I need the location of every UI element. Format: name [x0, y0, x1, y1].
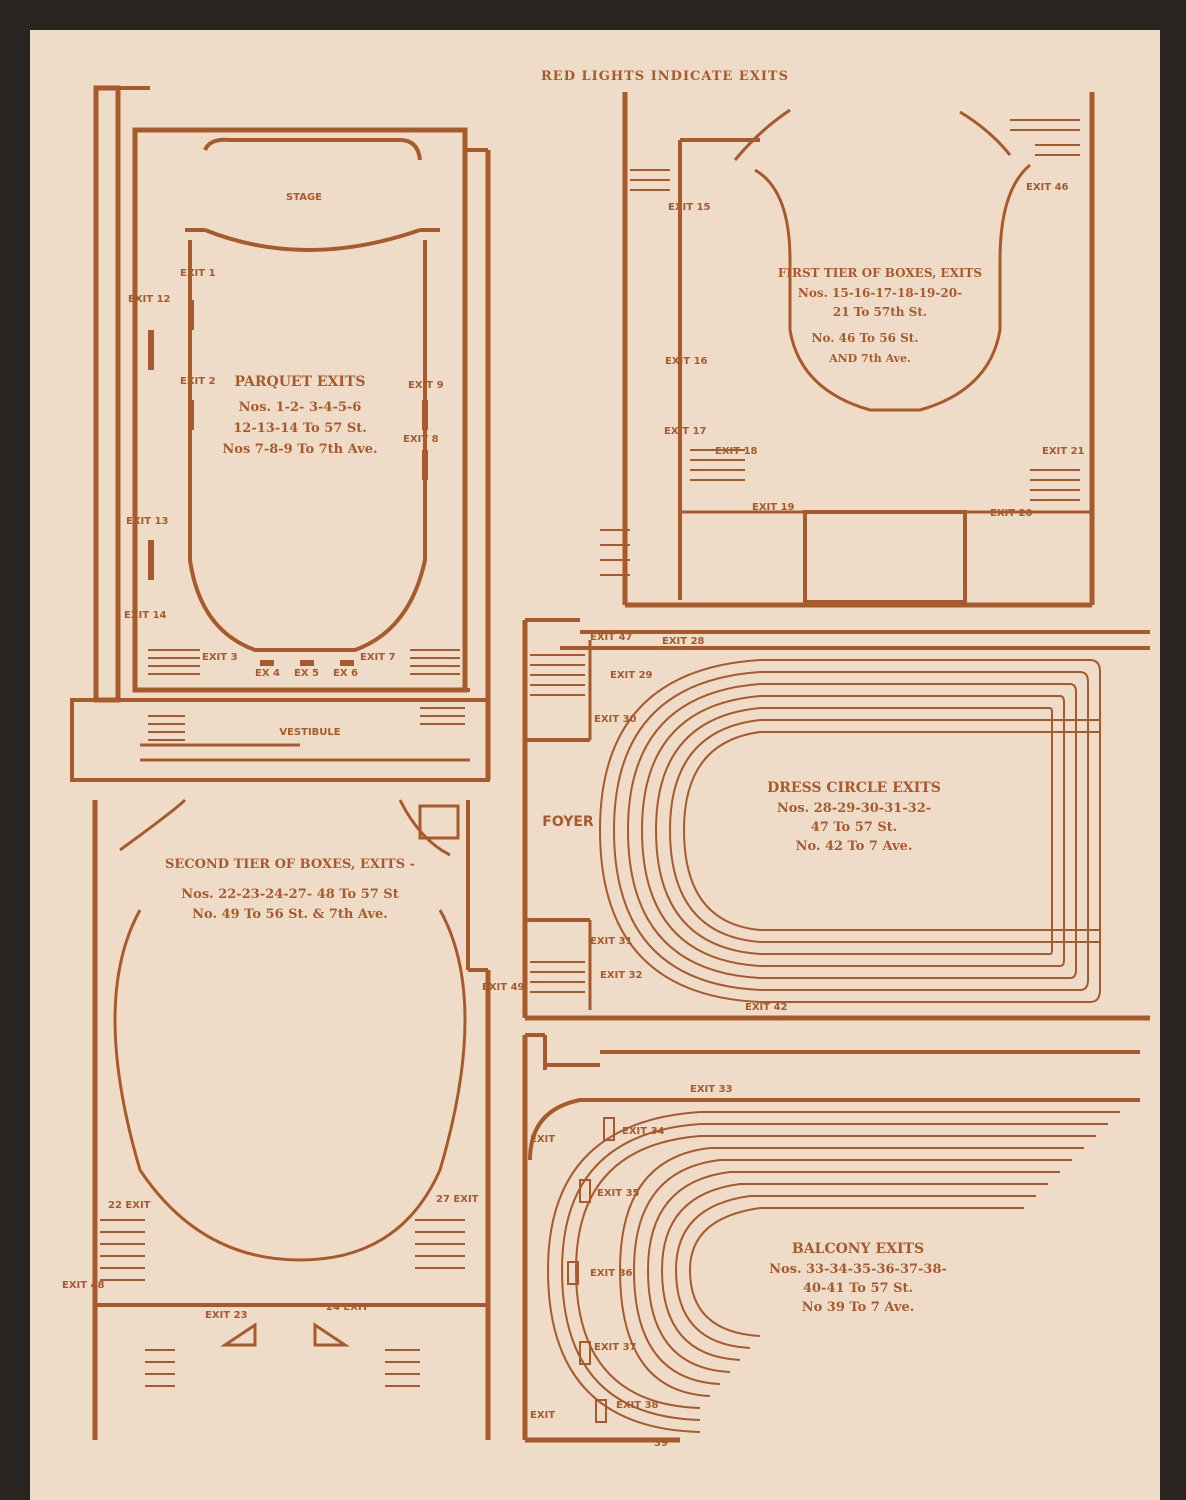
stage-label: STAGE — [286, 192, 322, 203]
exit-9: EXIT 9 — [408, 380, 444, 391]
second-tier-title: SECOND TIER OF BOXES, EXITS - — [165, 857, 415, 872]
dress-circle-title: DRESS CIRCLE EXITS — [767, 780, 941, 796]
exit-20: EXIT 20 — [990, 508, 1033, 519]
vestibule-label: VESTIBULE — [279, 727, 340, 738]
exit-22: 22 EXIT — [108, 1200, 151, 1211]
exit-7: EXIT 7 — [360, 652, 396, 663]
exit-4: EX 4 — [255, 668, 280, 679]
exit-28: EXIT 28 — [662, 636, 705, 647]
first-tier-line-2: 21 To 57th St. — [833, 305, 927, 319]
exit-21: EXIT 21 — [1042, 446, 1085, 457]
balcony-line-1: Nos. 33-34-35-36-37-38- — [769, 1262, 947, 1277]
exit-5: EX 5 — [294, 668, 319, 679]
exit-23: EXIT 23 — [205, 1310, 248, 1321]
exit-14: EXIT 14 — [124, 610, 167, 621]
exit-40: EXIT — [530, 1134, 555, 1145]
parquet-line-1: Nos. 1-2- 3-4-5-6 — [239, 400, 362, 415]
balcony-line-3: No 39 To 7 Ave. — [802, 1300, 915, 1315]
exit-30: EXIT 30 — [594, 714, 637, 725]
parquet-title: PARQUET EXITS — [235, 374, 366, 390]
program-page — [30, 30, 1160, 1500]
exit-13: EXIT 13 — [126, 516, 169, 527]
exit-2: EXIT 2 — [180, 376, 216, 387]
exit-35: EXIT 35 — [597, 1188, 640, 1199]
exit-32: EXIT 32 — [600, 970, 643, 981]
exit-6: EX 6 — [333, 668, 358, 679]
parquet-line-2: 12-13-14 To 57 St. — [233, 421, 367, 436]
parquet-line-3: Nos 7-8-9 To 7th Ave. — [222, 442, 377, 457]
dress-circle-line-3: No. 42 To 7 Ave. — [796, 839, 913, 854]
exit-19: EXIT 19 — [752, 502, 795, 513]
exit-33: EXIT 33 — [690, 1084, 733, 1095]
exit-3: EXIT 3 — [202, 652, 238, 663]
exit-8: EXIT 8 — [403, 434, 439, 445]
first-tier-line-1: Nos. 15-16-17-18-19-20- — [798, 286, 962, 300]
dress-circle-line-1: Nos. 28-29-30-31-32- — [777, 801, 931, 816]
exit-47: EXIT 47 — [590, 632, 633, 643]
exit-34: EXIT 34 — [622, 1126, 665, 1137]
exit-31: EXIT 31 — [590, 936, 633, 947]
exit-36: EXIT 36 — [590, 1268, 633, 1279]
exit-27: 27 EXIT — [436, 1194, 479, 1205]
second-tier-plan: SECOND TIER OF BOXES, EXITS - Nos. 22-23… — [62, 798, 525, 1440]
exit-24: 24 EXIT — [326, 1302, 369, 1313]
exit-1: EXIT 1 — [180, 268, 216, 279]
first-tier-line-3: No. 46 To 56 St. — [812, 331, 919, 345]
exit-29: EXIT 29 — [610, 670, 653, 681]
dress-circle-plan: FOYER DRESS CIRCLE EXITS Nos. 28-29-30-3… — [522, 618, 1150, 1021]
exit-37: EXIT 37 — [594, 1342, 637, 1353]
balcony-title: BALCONY EXITS — [792, 1241, 924, 1257]
exit-49: EXIT 49 — [482, 982, 525, 993]
exit-46: EXIT 46 — [1026, 182, 1069, 193]
first-tier-title: FIRST TIER OF BOXES, EXITS — [778, 266, 982, 280]
exit-16: EXIT 16 — [665, 356, 708, 367]
first-tier-line-4: AND 7th Ave. — [828, 352, 911, 365]
second-tier-line-2: No. 49 To 56 St. & 7th Ave. — [192, 907, 388, 922]
exit-42: EXIT 42 — [745, 1002, 788, 1013]
exit-15: EXIT 15 — [668, 202, 711, 213]
dress-circle-line-2: 47 To 57 St. — [811, 820, 898, 835]
exit-39: 39 — [654, 1438, 668, 1449]
exit-38: EXIT 38 — [616, 1400, 659, 1411]
balcony-plan: BALCONY EXITS Nos. 33-34-35-36-37-38- 40… — [522, 1033, 1140, 1449]
exit-18: EXIT 18 — [715, 446, 758, 457]
exit-48: EXIT 48 — [62, 1280, 105, 1291]
balcony-line-2: 40-41 To 57 St. — [803, 1281, 913, 1296]
parquet-plan: STAGE VESTIBULE PARQUET EXITS Nos. 1-2- … — [70, 85, 491, 782]
exit-41: EXIT — [530, 1410, 555, 1421]
foyer-label: FOYER — [542, 814, 594, 830]
second-tier-line-1: Nos. 22-23-24-27- 48 To 57 St — [181, 887, 398, 902]
exit-17: EXIT 17 — [664, 426, 707, 437]
first-tier-plan: FIRST TIER OF BOXES, EXITS Nos. 15-16-17… — [600, 92, 1095, 608]
exit-12: EXIT 12 — [128, 294, 171, 305]
header-title: RED LIGHTS INDICATE EXITS — [541, 69, 789, 84]
